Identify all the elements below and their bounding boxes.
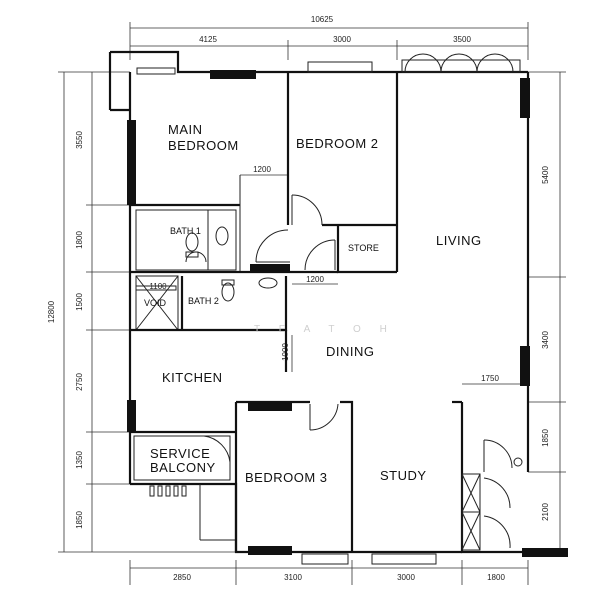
structural-columns bbox=[127, 70, 568, 557]
dim-bottom-1: 2850 bbox=[173, 573, 191, 582]
service-balcony-label-2: BALCONY bbox=[150, 460, 216, 475]
windows bbox=[135, 59, 521, 565]
dim-top-total: 10625 bbox=[311, 15, 334, 24]
dim-right-2: 3400 bbox=[541, 331, 550, 349]
dim-left-3: 1500 bbox=[75, 293, 84, 311]
sink-icon bbox=[258, 277, 278, 289]
dim-left-5: 1350 bbox=[75, 451, 84, 469]
dim-top-3: 3500 bbox=[453, 35, 471, 44]
dim-inner-1200-b: 1200 bbox=[306, 275, 324, 284]
dim-bottom-3: 3000 bbox=[397, 573, 415, 582]
dim-left-2: 1800 bbox=[75, 231, 84, 249]
room-labels: MAIN BEDROOM BEDROOM 2 LIVING STORE BATH… bbox=[144, 122, 482, 485]
bath1-label: BATH 1 bbox=[170, 226, 201, 236]
dim-left-4: 2750 bbox=[75, 373, 84, 391]
bedroom3-label: BEDROOM 3 bbox=[245, 470, 328, 485]
dimension-labels: 10625 4125 3000 3500 2850 3100 3000 1800… bbox=[47, 15, 550, 582]
dimension-lines bbox=[58, 22, 566, 585]
kitchen-label: KITCHEN bbox=[162, 370, 223, 385]
dim-bottom-2: 3100 bbox=[284, 573, 302, 582]
interior-walls bbox=[130, 72, 481, 552]
dim-left-6: 1850 bbox=[75, 511, 84, 529]
service-balcony-label-1: SERVICE bbox=[150, 446, 210, 461]
main-bedroom-label-1: MAIN bbox=[168, 122, 203, 137]
dim-left-1: 3550 bbox=[75, 131, 84, 149]
dim-right-3: 1850 bbox=[541, 429, 550, 447]
dim-inner-1750: 1750 bbox=[481, 374, 499, 383]
living-label: LIVING bbox=[436, 233, 482, 248]
void-label: VOID bbox=[144, 298, 167, 308]
dim-right-1: 5400 bbox=[541, 166, 550, 184]
toilet-icon-2 bbox=[221, 282, 235, 302]
study-label: STUDY bbox=[380, 468, 427, 483]
watermark: T E A T O H bbox=[254, 324, 395, 335]
dim-right-4: 2100 bbox=[541, 503, 550, 521]
basin-icon bbox=[215, 226, 229, 246]
dim-inner-1200-a: 1200 bbox=[253, 165, 271, 174]
bedroom2-label: BEDROOM 2 bbox=[296, 136, 379, 151]
dim-left-total: 12800 bbox=[47, 300, 56, 323]
bath2-label: BATH 2 bbox=[188, 296, 219, 306]
living-balcony-doors bbox=[404, 53, 514, 73]
dim-bottom-4: 1800 bbox=[487, 573, 505, 582]
toilet-icon bbox=[185, 232, 199, 252]
fixtures bbox=[149, 226, 278, 497]
doors bbox=[185, 194, 523, 549]
main-bedroom-label-2: BEDROOM bbox=[168, 138, 239, 153]
dining-label: DINING bbox=[326, 344, 375, 359]
store-label: STORE bbox=[348, 243, 379, 253]
dim-top-2: 3000 bbox=[333, 35, 351, 44]
dim-top-1: 4125 bbox=[199, 35, 217, 44]
